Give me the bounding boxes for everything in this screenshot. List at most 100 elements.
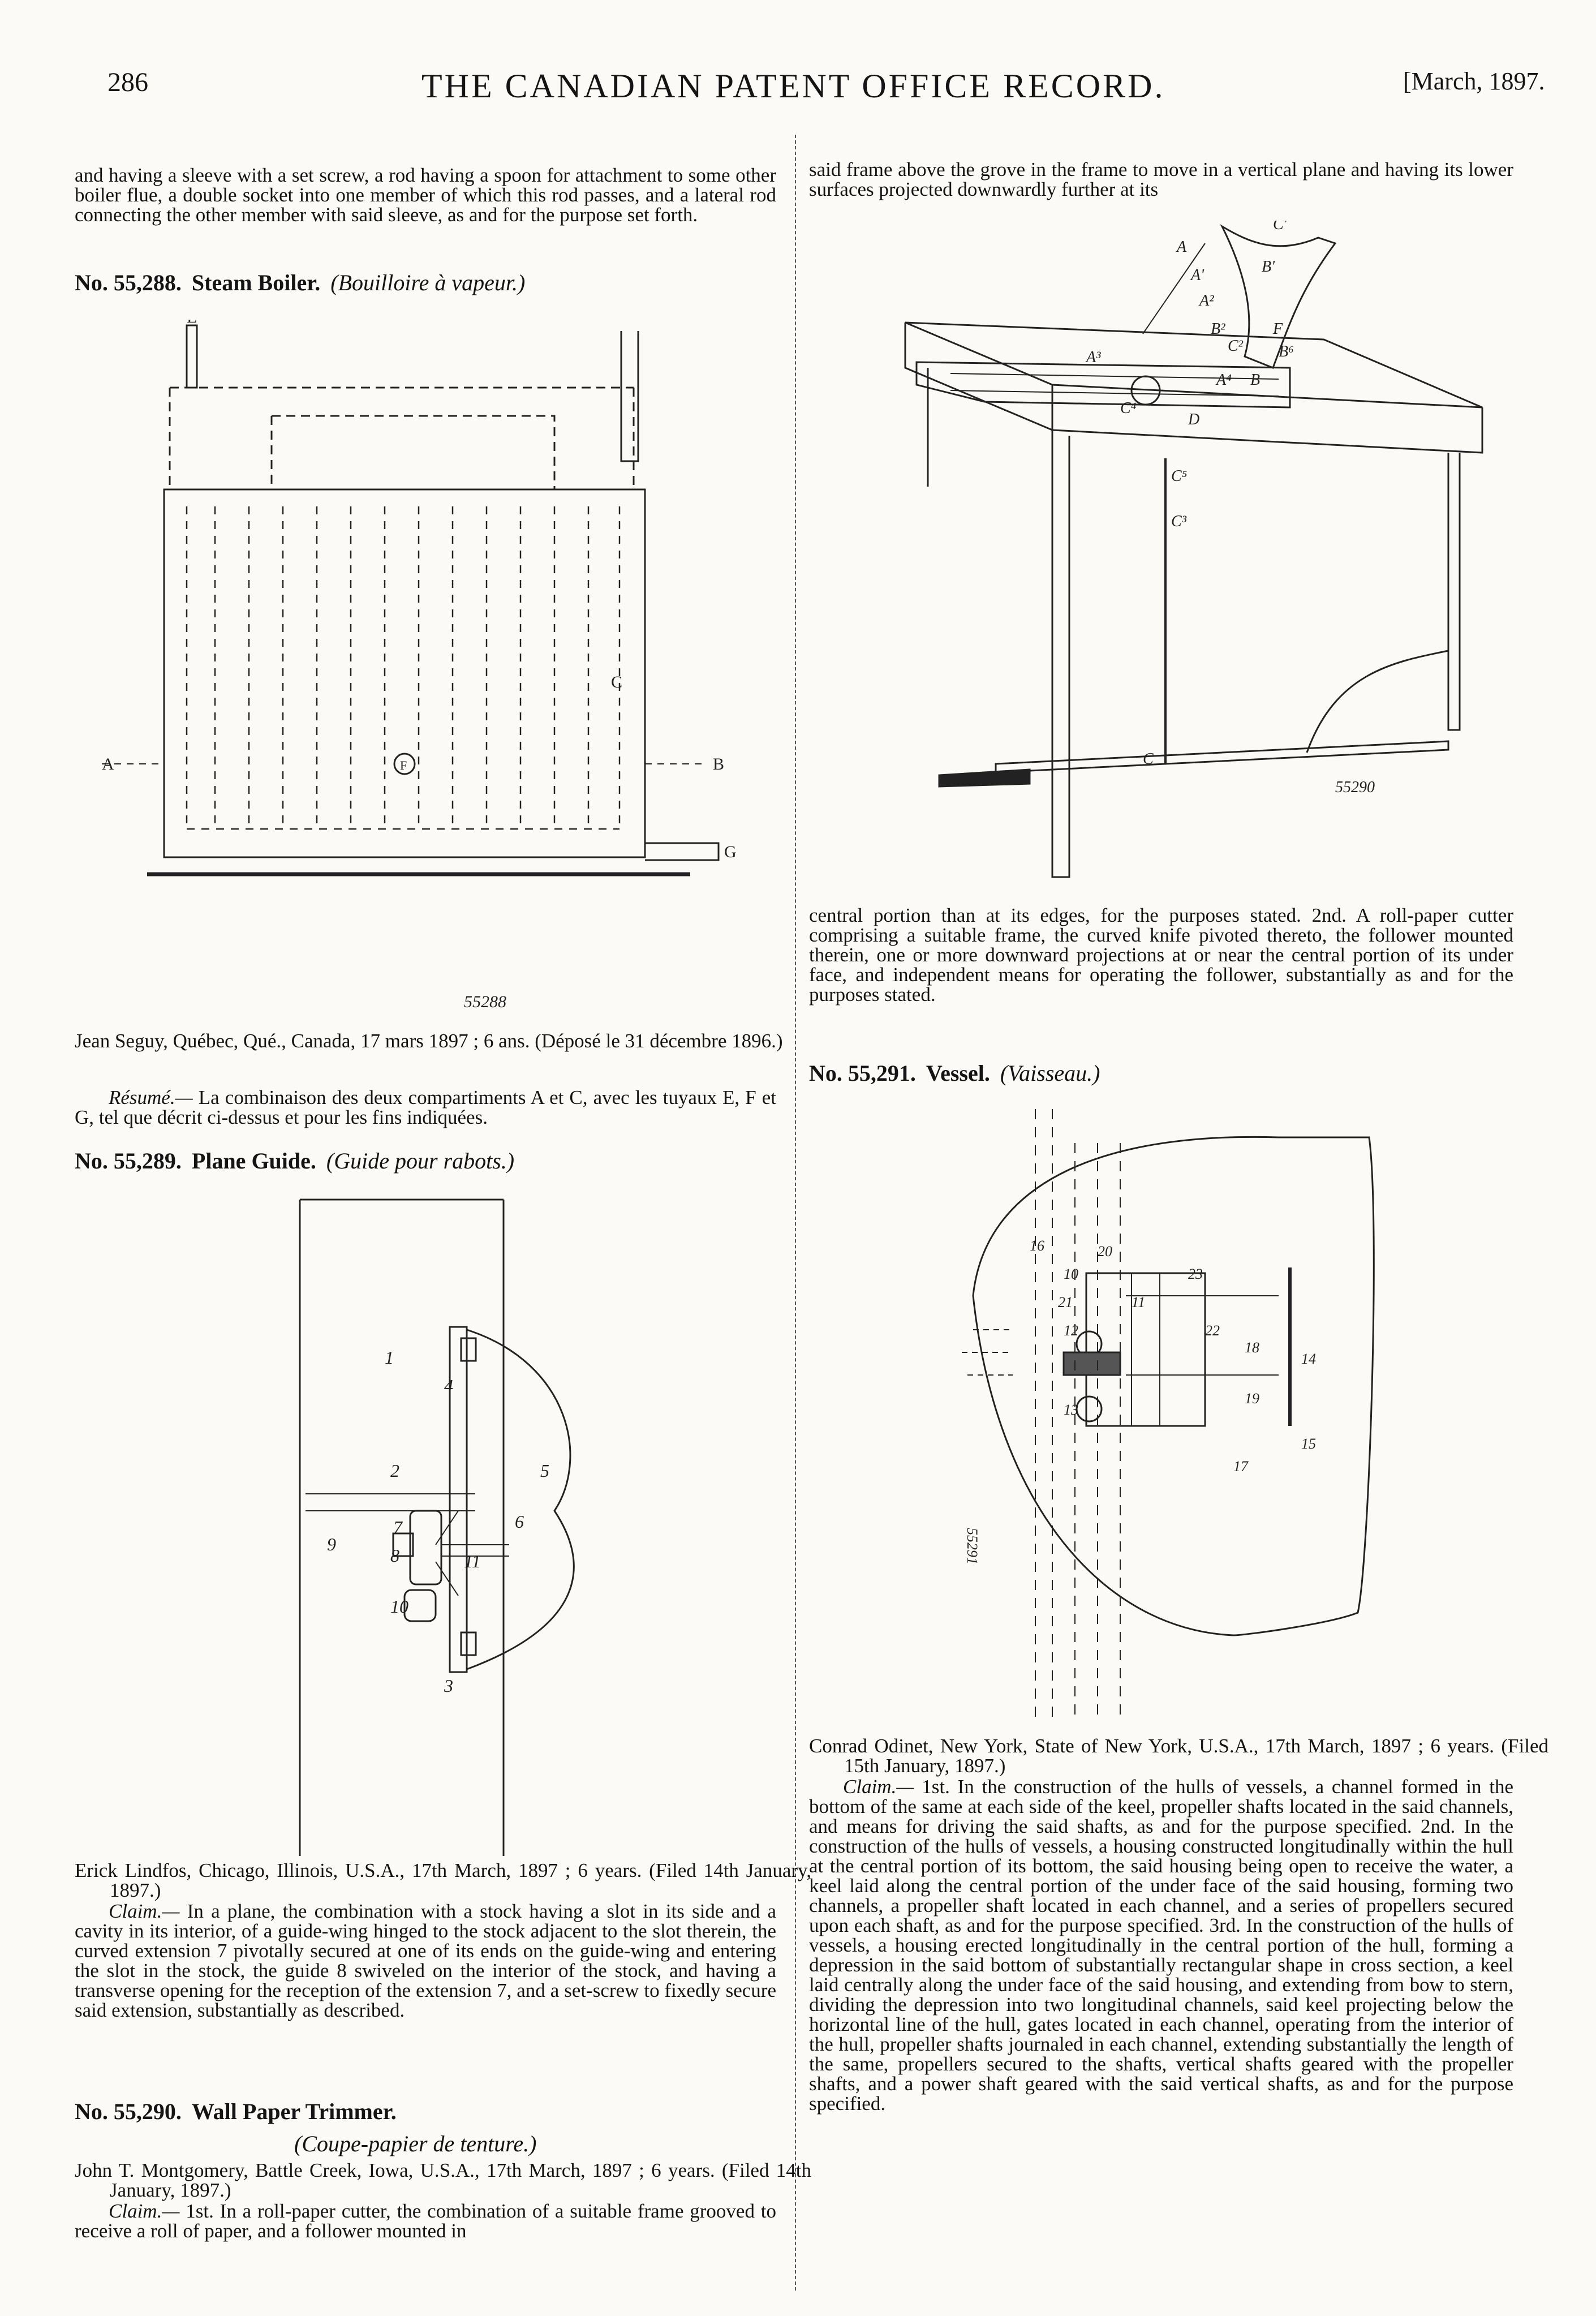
claim-55289: Claim.— In a plane, the combination with…: [75, 1901, 776, 2020]
label-a: A: [1176, 238, 1187, 256]
patent-number: No. 55,290.: [75, 2099, 182, 2124]
claim-label: Claim.—: [843, 1776, 914, 1798]
label-11: 11: [464, 1551, 481, 1571]
label-c: C: [611, 673, 622, 691]
label-b: B: [713, 755, 724, 774]
inventor-55289: Erick Lindfos, Chicago, Illinois, U.S.A.…: [75, 1859, 811, 1901]
label-20: 20: [1098, 1243, 1112, 1260]
label-c: C: [1143, 750, 1154, 768]
claim-label: Claim.—: [109, 2200, 180, 2222]
label-15: 15: [1301, 1436, 1316, 1452]
label-b6: B⁶: [1279, 343, 1294, 360]
label-f: F: [1272, 320, 1283, 338]
label-fig-number: 55288: [464, 992, 506, 1010]
patent-header-55289: No. 55,289.Plane Guide.(Guide pour rabot…: [75, 1149, 514, 1174]
set-screw-head: [403, 1589, 437, 1622]
label-b1: B': [1262, 258, 1275, 276]
patent-header-55290: No. 55,290. Wall Paper Trimmer.: [75, 2099, 397, 2124]
claim-text: 1st. In a roll-paper cutter, the combina…: [75, 2200, 776, 2242]
pipe-g: [645, 842, 720, 861]
label-c4: C⁴: [1120, 399, 1137, 417]
leg-front-left: [1051, 430, 1070, 878]
resume-text: La combinaison des deux compartiments A …: [75, 1086, 776, 1128]
label-23: 23: [1188, 1266, 1203, 1282]
label-9: 9: [327, 1534, 336, 1554]
patent-name: Steam Boiler.: [191, 270, 321, 295]
resume-55288: Résumé.— La combinaison des deux compart…: [75, 1088, 776, 1127]
paper-roll-frame: [915, 361, 1291, 409]
label-a4: A⁴: [1215, 371, 1232, 389]
label-g: G: [724, 843, 737, 861]
label-a2: A²: [1198, 292, 1214, 310]
pivot: [1130, 375, 1161, 406]
label-c5: C⁵: [1171, 467, 1188, 485]
label-fig-number: 55290: [1335, 779, 1375, 796]
label-fig-number: 55289: [272, 1477, 274, 1516]
inventor-55288: Jean Seguy, Québec, Qué., Canada, 17 mar…: [75, 1030, 783, 1052]
flue-f: [393, 753, 416, 775]
label-5: 5: [540, 1460, 549, 1481]
label-3: 3: [444, 1675, 453, 1696]
claim-text: In a plane, the combination with a stock…: [75, 1900, 777, 2021]
figure-vessel: 10 11 12 13 14 15 16 17 18 19 20 21 22 2…: [962, 1109, 1375, 1720]
guide-wing: [449, 1326, 468, 1673]
label-17: 17: [1233, 1458, 1249, 1475]
label-21: 21: [1058, 1294, 1073, 1310]
inventor-55290: John T. Montgomery, Battle Creek, Iowa, …: [75, 2159, 811, 2201]
label-2: 2: [390, 1460, 399, 1481]
label-a: A: [102, 755, 114, 774]
inventor-55291: Conrad Odinet, New York, State of New Yo…: [809, 1735, 1548, 1777]
curved-knife: [1220, 224, 1337, 369]
patent-french-name: (Guide pour rabots.): [326, 1148, 515, 1174]
patent-name: Wall Paper Trimmer.: [191, 2099, 397, 2124]
label-a-frame: A³: [1085, 349, 1101, 366]
pipe-top-right: [620, 331, 639, 462]
patent-french-name: (Bouilloire à vapeur.): [330, 270, 526, 295]
label-11: 11: [1132, 1294, 1145, 1310]
label-a3: B²: [1211, 320, 1225, 338]
patent-header-55288: No. 55,288. Steam Boiler. (Bouilloire à va…: [75, 270, 525, 295]
resume-label: Résumé.—: [109, 1086, 193, 1108]
label-c1: C²: [1228, 337, 1244, 355]
label-6: 6: [515, 1511, 524, 1532]
figure-wall-paper-trimmer: C' A A' A² F B⁶ A⁴ A³ D C⁵ C³ C B B' C² …: [904, 221, 1483, 878]
pipe-e: [186, 324, 198, 389]
claim-label: Claim.—: [109, 1900, 180, 1922]
issue-date: [March, 1897.: [1403, 67, 1545, 95]
label-a1: A': [1190, 267, 1204, 284]
label-13: 13: [1064, 1402, 1078, 1418]
label-1: 1: [385, 1347, 394, 1368]
continuation-text-mid: central portion than at its edges, for t…: [809, 904, 1513, 1006]
propeller-lower: [1076, 1395, 1103, 1423]
page-number: 286: [107, 67, 148, 97]
label-18: 18: [1245, 1339, 1259, 1356]
label-d: D: [1188, 411, 1199, 428]
claim-text: 1st. In the construction of the hulls of…: [809, 1776, 1513, 2115]
patent-name: Plane Guide.: [191, 1148, 316, 1174]
label-f: F: [400, 758, 407, 772]
column-divider: [795, 135, 796, 2291]
label-16: 16: [1030, 1238, 1044, 1254]
claim-55291: Claim.— 1st. In the construction of the …: [809, 1777, 1513, 2113]
label-fig-number: 55291: [964, 1528, 980, 1565]
patent-number: No. 55,288.: [75, 270, 182, 295]
label-7: 7: [393, 1517, 403, 1537]
label-b: B: [1250, 371, 1260, 389]
continuation-text-top: said frame above the grove in the frame …: [809, 158, 1513, 200]
patent-name: Vessel.: [926, 1060, 990, 1086]
label-8: 8: [390, 1545, 399, 1566]
label-12: 12: [1064, 1322, 1078, 1339]
hull: [972, 1136, 1375, 1636]
patent-french-name: (Coupe-papier de tenture.): [294, 2131, 537, 2156]
leg-front-right: [1447, 453, 1461, 731]
label-14: 14: [1301, 1351, 1316, 1367]
patent-header-55291: No. 55,291. Vessel. (Vaisseau.): [809, 1061, 1100, 1086]
label-22: 22: [1205, 1322, 1220, 1339]
patent-number: No. 55,291.: [809, 1060, 916, 1086]
figure-plane-guide: 1 2 3 4 5 6 7 8 9 10 11 55289: [272, 1198, 575, 1856]
patent-french-name: (Vaisseau.): [1000, 1060, 1100, 1086]
label-b2: C': [1273, 221, 1288, 233]
boiler-body: [163, 488, 646, 858]
label-19: 19: [1245, 1390, 1259, 1407]
label-10: 10: [1064, 1266, 1078, 1282]
